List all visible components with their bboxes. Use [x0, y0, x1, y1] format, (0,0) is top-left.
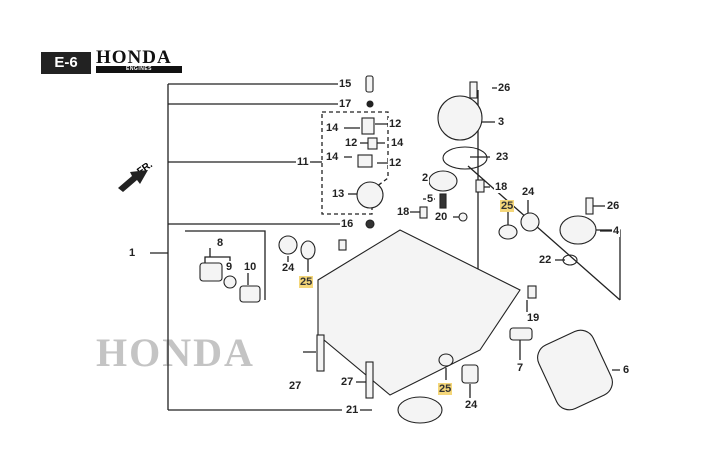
part-18-pin-b	[419, 206, 428, 219]
part-2-rotor	[428, 170, 458, 192]
callout-2[interactable]: 2	[421, 172, 430, 184]
part-6-filter	[537, 329, 613, 411]
callout-7[interactable]: 7	[516, 362, 525, 374]
part-19-pin	[527, 285, 537, 299]
callout-19[interactable]: 19	[526, 312, 541, 324]
callout-26[interactable]: 26	[497, 82, 512, 94]
callout-21[interactable]: 21	[345, 404, 360, 416]
part-26-bolt-b	[585, 197, 594, 215]
callout-12[interactable]: 12	[388, 157, 403, 169]
part-12a	[361, 117, 375, 135]
part-7-nipple	[509, 327, 533, 341]
callout-11[interactable]: 11	[296, 156, 310, 168]
part-27-bolt-a	[316, 334, 325, 372]
callout-17[interactable]: 17	[338, 98, 353, 110]
part-12c	[357, 154, 373, 168]
part-17-clip	[366, 100, 374, 108]
callout-20[interactable]: 20	[434, 211, 449, 223]
part-12b	[367, 137, 378, 150]
part-25-washer-a	[498, 224, 518, 240]
callout-12[interactable]: 12	[344, 137, 359, 149]
callout-12[interactable]: 12	[388, 118, 403, 130]
part-8-plug	[199, 262, 223, 282]
brand-logo: HONDA	[96, 47, 172, 68]
part-9-washer	[223, 275, 237, 289]
honda-watermark: HONDA	[96, 330, 255, 375]
callout-5[interactable]: 5	[426, 193, 435, 205]
callout-6[interactable]: 6	[622, 364, 631, 376]
part-16-washer	[365, 219, 375, 229]
part-3-gear	[437, 95, 483, 141]
callout-15[interactable]: 15	[338, 78, 353, 90]
part-22-oring	[562, 254, 578, 266]
part-24-plug-c	[461, 364, 479, 384]
part-13-gear	[356, 181, 384, 209]
callout-25-highlighted[interactable]: 25	[299, 276, 314, 288]
callout-1[interactable]: 1	[128, 247, 137, 259]
callout-26[interactable]: 26	[606, 200, 621, 212]
callout-8[interactable]: 8	[216, 237, 225, 249]
part-15-bolt	[365, 75, 374, 93]
part-10-fitting	[239, 285, 261, 303]
part-25-washer-c	[438, 353, 454, 367]
callout-14[interactable]: 14	[390, 137, 405, 149]
part-24-plug-a	[520, 212, 540, 232]
callout-22[interactable]: 22	[538, 254, 553, 266]
callout-18[interactable]: 18	[494, 181, 509, 193]
front-arrow-icon	[118, 170, 148, 192]
callout-24[interactable]: 24	[464, 399, 479, 411]
callout-18[interactable]: 18	[396, 206, 411, 218]
part-18-pin-a	[475, 179, 485, 193]
callout-13[interactable]: 13	[331, 188, 346, 200]
part-20-ball	[458, 212, 468, 222]
part-24-plug-b	[278, 235, 298, 255]
part-23-oring	[442, 146, 488, 170]
part-5-spring	[439, 193, 447, 209]
brand-subtitle: ENGINES	[96, 66, 182, 73]
callout-14[interactable]: 14	[325, 122, 340, 134]
callout-25-highlighted[interactable]: 25	[438, 383, 453, 395]
callout-24[interactable]: 24	[281, 262, 296, 274]
callout-3[interactable]: 3	[497, 116, 506, 128]
callout-16[interactable]: 16	[340, 218, 355, 230]
callout-27[interactable]: 27	[340, 376, 355, 388]
part-26-bolt-a	[469, 81, 478, 99]
callout-14[interactable]: 14	[325, 151, 340, 163]
callout-27[interactable]: 27	[288, 380, 303, 392]
callout-10[interactable]: 10	[243, 261, 258, 273]
part-21-seal	[397, 396, 443, 424]
callout-23[interactable]: 23	[495, 151, 510, 163]
part-pin-c	[338, 239, 347, 251]
callout-25-highlighted[interactable]: 25	[500, 200, 515, 212]
callout-9[interactable]: 9	[225, 261, 234, 273]
part-25-washer-b	[300, 240, 316, 260]
section-code-badge: E-6	[41, 52, 91, 74]
callout-24[interactable]: 24	[521, 186, 536, 198]
part-1-case	[317, 229, 521, 396]
part-4-cover	[559, 215, 597, 245]
part-27-bolt-b	[365, 361, 374, 399]
callout-4[interactable]: 4	[612, 225, 621, 237]
